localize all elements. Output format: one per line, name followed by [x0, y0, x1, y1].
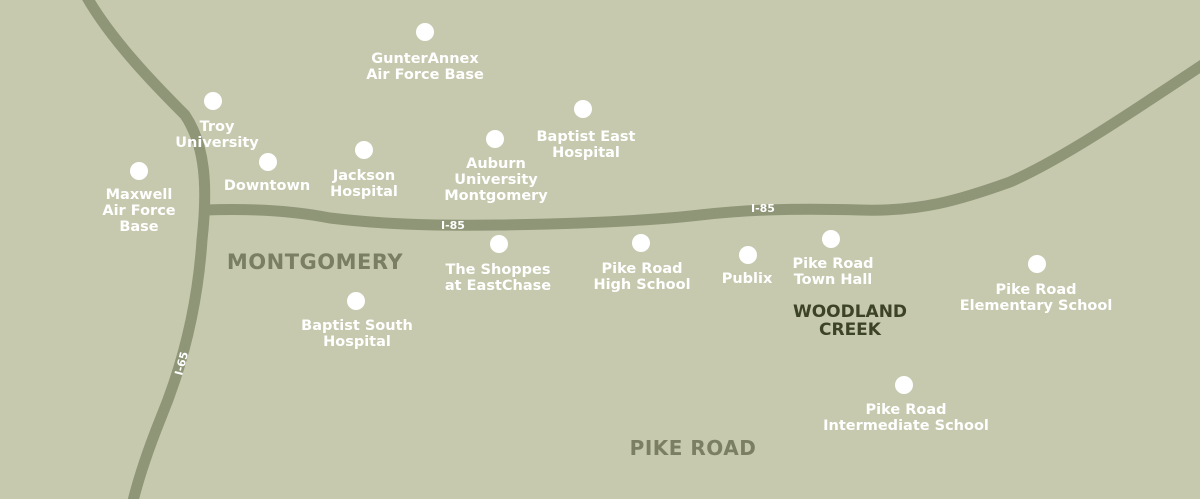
- pike-road-town-hall-label: Pike Road Town Hall: [792, 256, 874, 288]
- publix-marker[interactable]: [739, 246, 757, 264]
- auburn-university-marker[interactable]: [486, 130, 504, 148]
- pike-road-high-label: Pike Road High School: [593, 261, 691, 293]
- i-85-road: [199, 60, 1200, 231]
- maxwell-afb-marker[interactable]: [130, 162, 148, 180]
- troy-university-marker[interactable]: [204, 92, 222, 110]
- gunter-annex-marker[interactable]: [416, 23, 434, 41]
- pike-road-area-label: PIKE ROAD: [629, 436, 757, 460]
- jackson-hospital-label: Jackson Hospital: [330, 168, 398, 200]
- pike-road-high-marker[interactable]: [632, 234, 650, 252]
- troy-university-label: Troy University: [175, 119, 259, 151]
- pike-road-elementary-label: Pike Road Elementary School: [959, 282, 1113, 314]
- pike-road-town-hall-marker[interactable]: [822, 230, 840, 248]
- maxwell-afb-label: Maxwell Air Force Base: [102, 187, 176, 235]
- shoppes-eastchase-label: The Shoppes at EastChase: [444, 262, 552, 294]
- baptist-south-marker[interactable]: [347, 292, 365, 310]
- baptist-east-marker[interactable]: [574, 100, 592, 118]
- auburn-university-label: Auburn University Montgomery: [444, 156, 548, 204]
- publix-label: Publix: [721, 271, 773, 287]
- pike-road-elementary-marker[interactable]: [1028, 255, 1046, 273]
- i-65-label: I-65: [172, 350, 191, 377]
- downtown-marker[interactable]: [259, 153, 277, 171]
- jackson-hospital-marker[interactable]: [355, 141, 373, 159]
- gunter-annex-label: GunterAnnex Air Force Base: [366, 51, 484, 83]
- pike-road-intermediate-label: Pike Road Intermediate School: [823, 402, 989, 434]
- montgomery-area-label: MONTGOMERY: [226, 250, 404, 274]
- baptist-south-label: Baptist South Hospital: [301, 318, 413, 350]
- baptist-east-label: Baptist East Hospital: [536, 129, 636, 161]
- i-85-label-west: I-85: [441, 219, 465, 232]
- i-85-label-east: I-85: [751, 202, 775, 215]
- shoppes-eastchase-marker[interactable]: [490, 235, 508, 253]
- woodland-creek-area-label: WOODLAND CREEK: [792, 302, 908, 340]
- downtown-label: Downtown: [223, 178, 311, 194]
- i-65-road: [82, 0, 211, 499]
- pike-road-intermediate-marker[interactable]: [895, 376, 913, 394]
